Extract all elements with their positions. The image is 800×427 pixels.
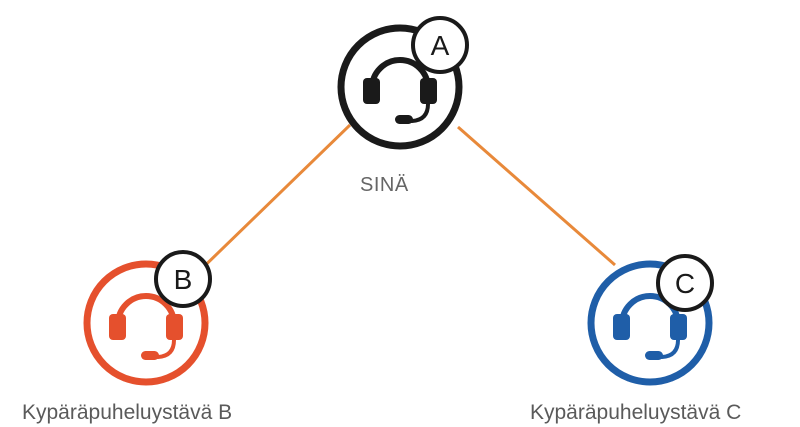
headset-icon [613,293,687,360]
headset-icon [109,293,183,360]
connector-a-b [186,123,352,284]
badge-c-letter: C [675,268,695,299]
connector-a-c [457,125,616,267]
label-friend-c: Kypäräpuheluystävä C [530,401,742,424]
label-you: SINÄ [360,174,409,196]
label-friend-b: Kypäräpuheluystävä B [22,401,233,424]
node-c: C [587,254,714,386]
badge-a-letter: A [431,30,450,61]
badge-b: B [154,250,212,308]
node-b: B [83,250,212,386]
badge-c: C [656,254,714,312]
node-you: A [337,16,469,150]
headset-icon [363,57,437,124]
badge-b-letter: B [174,264,193,295]
badge-a: A [411,16,469,74]
